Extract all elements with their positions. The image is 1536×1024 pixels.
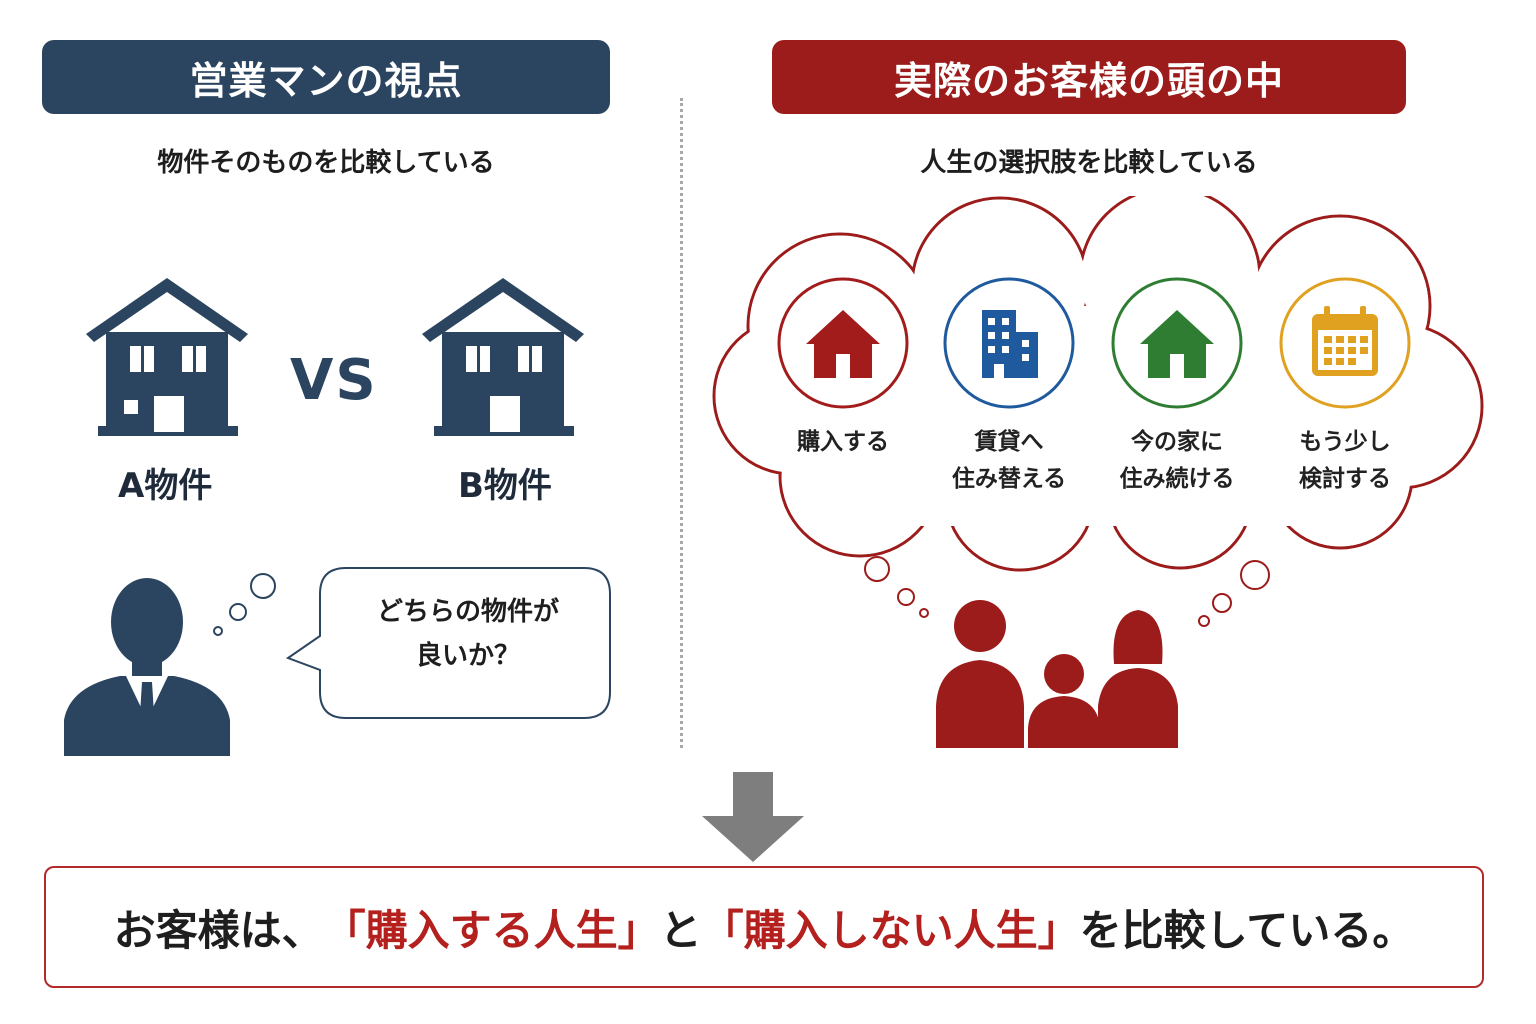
option-rent-line2: 住み替える (951, 466, 1067, 492)
customer-mind-header: 実際のお客様の頭の中 (772, 40, 1406, 114)
option-buy-icon (777, 277, 909, 409)
house-a-label: A物件 (118, 466, 213, 506)
option-rent-line1: 賃貸へ (974, 429, 1044, 455)
option-buy-line1: 購入する (797, 429, 889, 455)
house-b-icon (422, 278, 584, 436)
option-stay-line1: 今の家に (1131, 429, 1223, 455)
option-stay-label: 今の家に 住み続ける (1092, 424, 1262, 498)
option-rent-label: 賃貸へ 住み替える (924, 424, 1094, 498)
down-arrow-icon (702, 772, 804, 862)
family-icon (864, 556, 1270, 748)
conclusion-part3: と (659, 905, 702, 955)
speech-line-1: どちらの物件が (376, 597, 559, 627)
salesperson-view-subtitle: 物件そのものを比較している (157, 147, 495, 178)
customer-mind-subtitle: 人生の選択肢を比較している (920, 147, 1258, 178)
vs-label: VS (290, 348, 378, 413)
option-consider-icon (1279, 277, 1411, 409)
option-stay-icon (1111, 277, 1243, 409)
salesperson-icon (64, 573, 276, 756)
option-stay-line2: 住み続ける (1119, 466, 1235, 492)
option-consider-line1: もう少し (1299, 429, 1391, 455)
conclusion-box: お客様は、 「購入する人生」 と 「購入しない人生」 を比較している。 (44, 866, 1484, 988)
option-consider-label: もう少し 検討する (1260, 424, 1430, 498)
speech-line-2: 良いか？ (415, 641, 520, 671)
house-b-label: B物件 (458, 466, 552, 506)
option-rent-icon (943, 277, 1075, 409)
salesperson-view-header: 営業マンの視点 (42, 40, 610, 114)
option-buy-label: 購入する (758, 424, 928, 461)
speech-bubble-text: どちらの物件が 良いか？ (326, 590, 610, 678)
conclusion-no-buy-life: 「購入しない人生」 (701, 905, 1080, 955)
conclusion-part1: お客様は、 (113, 905, 324, 955)
option-consider-line2: 検討する (1299, 466, 1391, 492)
center-divider (680, 98, 683, 748)
conclusion-part5: を比較している。 (1079, 905, 1415, 955)
house-a-icon (86, 278, 248, 436)
conclusion-buy-life: 「購入する人生」 (323, 905, 660, 955)
speech-bubble (285, 567, 611, 719)
